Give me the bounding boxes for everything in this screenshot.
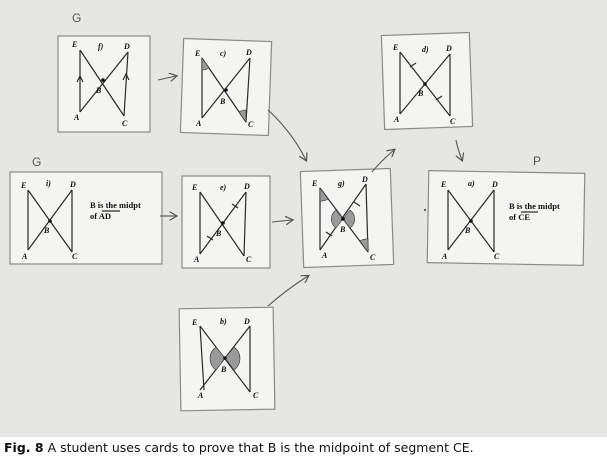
point-c-label: C: [248, 120, 254, 129]
point-b-label: B: [220, 365, 227, 374]
arrow-d-to-a: [455, 139, 462, 160]
point-a-label: A: [441, 252, 448, 261]
point-c-label: C: [246, 255, 252, 264]
card-a-label: a): [468, 179, 475, 188]
point-d-label: D: [445, 44, 452, 53]
card-g: E D B A C g): [299, 167, 395, 269]
figure-caption: Fig. 8 A student uses cards to prove tha…: [4, 440, 474, 455]
point-b-label: B: [215, 229, 222, 238]
point-e-label: E: [20, 181, 26, 190]
point-e-label: E: [440, 180, 446, 189]
card-b: E D B A C b): [178, 306, 276, 412]
point-d-label: D: [243, 317, 250, 326]
card-c-label: c): [220, 49, 227, 58]
caption-label: Fig. 8: [4, 440, 44, 455]
point-b-label: B: [417, 89, 424, 98]
point-a-label: A: [195, 119, 202, 128]
card-i-text-line2: of AD: [90, 211, 111, 221]
card-f: E D B A C f): [57, 35, 151, 133]
point-e-label: E: [71, 40, 77, 49]
point-d-label: D: [243, 182, 250, 191]
card-d: E D B A C d): [380, 31, 474, 131]
card-a: E D B A C a) B is the midpt of CE: [426, 170, 586, 266]
point-c-label: C: [370, 253, 376, 262]
card-a-text-line2: of CE: [509, 212, 530, 222]
point-a-label: A: [197, 391, 204, 400]
point-e-label: E: [191, 183, 197, 192]
point-b-label: B: [219, 97, 226, 106]
point-a-label: A: [73, 113, 80, 122]
cards-diagram: G G P E D B A C f) E D B A C c): [9, 11, 586, 412]
card-c: E D B A C c): [179, 37, 273, 137]
point-b-label: B: [339, 225, 346, 234]
card-g-label: g): [337, 179, 345, 188]
card-d-label: d): [422, 45, 429, 54]
arrow-b-to-g: [267, 276, 308, 307]
caption-text: A student uses cards to prove that B is …: [47, 440, 474, 455]
point-e-label: E: [194, 49, 200, 58]
card-e-label: e): [220, 183, 227, 192]
point-b-label: B: [43, 226, 50, 235]
card-i: E D B A C i) B is the midpt of AD: [9, 171, 163, 265]
point-c-label: C: [253, 391, 259, 400]
point-c-label: C: [450, 117, 456, 126]
card-e: E D B A C e): [181, 175, 271, 269]
hand-mark-g-top: G: [72, 11, 81, 25]
point-d-label: D: [245, 48, 252, 57]
point-e-label: E: [191, 318, 197, 327]
point-e-label: E: [392, 43, 398, 52]
figure-area: G G P E D B A C f) E D B A C c): [0, 0, 607, 437]
point-c-label: C: [122, 119, 128, 128]
point-c-label: C: [72, 252, 78, 261]
point-a-label: A: [21, 252, 28, 261]
card-i-text-line1: B is the midpt: [90, 200, 141, 210]
arrow-f-to-c: [157, 76, 176, 80]
point-b-label: B: [464, 226, 471, 235]
point-d-label: D: [69, 180, 76, 189]
point-a-label: A: [393, 115, 400, 124]
point-d-label: D: [123, 42, 130, 51]
card-i-label: i): [46, 179, 51, 188]
arrow-e-to-g: [271, 220, 292, 222]
arrow-c-to-g: [267, 109, 306, 160]
card-f-label: f): [98, 42, 104, 51]
point-d-label: D: [491, 180, 498, 189]
point-a-label: A: [321, 251, 328, 260]
card-b-label: b): [220, 317, 227, 326]
arrow-g-to-d: [371, 150, 394, 173]
point-d-label: D: [361, 175, 368, 184]
card-a-text-line1: B is the midpt: [509, 201, 560, 211]
point-e-label: E: [311, 179, 317, 188]
point-c-label: C: [494, 252, 500, 261]
hand-mark-g-mid: G: [32, 155, 41, 169]
point-b-label: B: [95, 86, 102, 95]
stray-mark: [423, 208, 427, 212]
point-a-label: A: [193, 255, 200, 264]
hand-mark-p: P: [533, 154, 541, 168]
